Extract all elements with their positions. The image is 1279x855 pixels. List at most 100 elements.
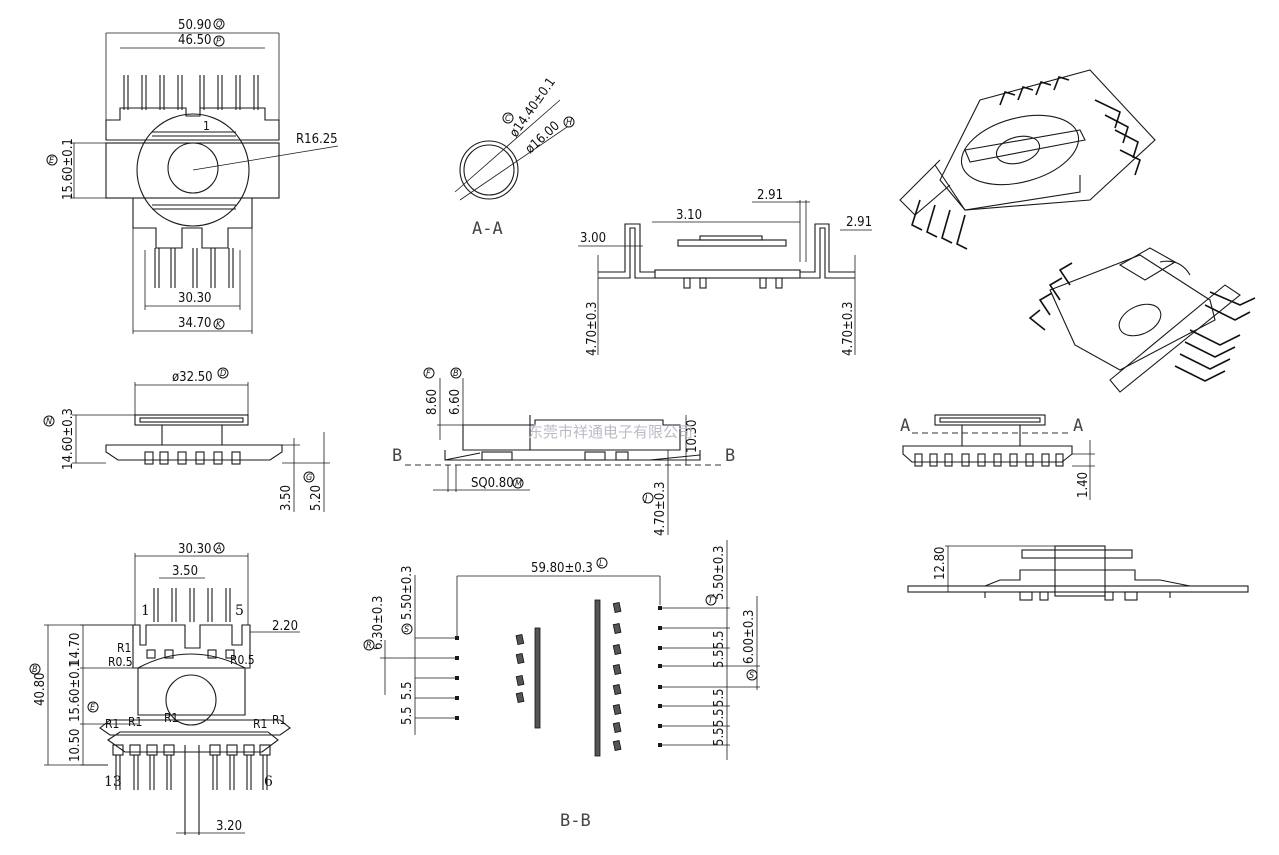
dim-5-5-right-a: 5.5 [712, 630, 727, 649]
dim-5-5-right-e: 5.5 [712, 727, 727, 746]
dim-14-60: 14.60±0.3 [61, 408, 76, 470]
dim-3-00: 3.00 [580, 231, 606, 246]
radius-r1-e: R1 [253, 717, 267, 731]
section-a-label-right: A [1073, 416, 1083, 436]
dim-59-80: 59.80±0.3 [531, 561, 593, 576]
pin-label-6: 6 [264, 774, 273, 790]
svg-text:S: S [749, 671, 754, 681]
pin-label-5: 5 [235, 603, 244, 619]
pcb-side-view: 12.80 [907, 545, 1249, 601]
svg-text:Q: Q [216, 20, 223, 30]
dim-5-50-left: 5.50±0.3 [400, 566, 415, 620]
dim-5-5-right-d: 5.5 [712, 708, 727, 727]
section-b-b-label: B-B [560, 811, 591, 831]
dim-3-10: 3.10 [676, 208, 702, 223]
dim-10-50: 10.50 [68, 729, 83, 762]
iso-view-top [899, 69, 1156, 250]
dim-8-60: 8.60 [425, 389, 440, 415]
callout-e-icon-bottom [87, 701, 99, 713]
svg-text:S: S [404, 625, 409, 635]
dim-4-70-mid: 4.70±0.3 [653, 482, 668, 536]
section-a-a-label: A-A [472, 219, 503, 239]
svg-text:K: K [216, 320, 222, 330]
dim-6-00: 6.00±0.3 [742, 610, 757, 664]
svg-text:L: L [599, 559, 604, 569]
svg-text:D: D [220, 369, 226, 379]
callout-f-icon [423, 367, 435, 379]
svg-text:G: G [306, 473, 312, 483]
dim-5-5-right-c: 5.5 [712, 688, 727, 707]
callout-l-icon [596, 557, 608, 569]
radius-r1-b: R1 [105, 717, 119, 731]
callout-h-icon [563, 116, 575, 128]
end-elevation: A A 1.40 [900, 414, 1095, 500]
callout-m-icon [512, 477, 524, 489]
svg-text:E: E [90, 703, 96, 713]
dim-6-60: 6.60 [448, 389, 463, 415]
callout-t-icon [705, 594, 717, 606]
dim-50-90: 50.90 [178, 18, 211, 33]
pin-label-13: 13 [104, 774, 122, 790]
svg-text:F: F [426, 369, 431, 379]
dim-5-20: 5.20 [309, 485, 324, 511]
callout-r-icon [363, 639, 375, 651]
dim-3-50: 3.50 [279, 485, 294, 511]
dim-3-50-pitch: 3.50 [172, 564, 198, 579]
callout-j-icon [642, 492, 654, 504]
dim-5-50-right: 5.50±0.3 [712, 546, 727, 600]
svg-text:R: R [366, 641, 372, 651]
callout-b-icon-bottom [29, 663, 41, 675]
dim-30-30-top: 30.30 [178, 291, 211, 306]
radius-r1-c: R1 [128, 715, 142, 729]
dim-46-50: 46.50 [178, 33, 211, 48]
right-hole-column [658, 540, 760, 760]
dim-10-30: 10.30 [685, 420, 700, 453]
top-mark-1: 1 [203, 119, 210, 133]
callout-b-icon [450, 367, 462, 379]
dim-4-70-left: 4.70±0.3 [585, 302, 600, 356]
dim-sq0-80: SQ0.80 [471, 476, 514, 491]
section-b-b: 59.80±0.3 L 6.30±0.3 R 5.50±0.3 S 5.5 5.… [363, 540, 760, 831]
dim-2-91-top: 2.91 [757, 188, 783, 203]
callout-k-icon [213, 318, 225, 330]
svg-text:P: P [216, 37, 221, 47]
dim-15-60-top: 15.60±0.1 [61, 138, 76, 200]
callout-p-icon [213, 35, 225, 47]
iso-view-bottom [1028, 247, 1256, 393]
dim-2-91-right: 2.91 [846, 215, 872, 230]
dim-1-40: 1.40 [1076, 472, 1091, 498]
section-b-label-left: B [392, 446, 402, 466]
dim-r16-25: R16.25 [296, 132, 338, 147]
callout-s-icon [401, 623, 413, 635]
section-a-label-left: A [900, 416, 910, 436]
dim-5-5-left-b: 5.5 [400, 706, 415, 725]
dim-12-80: 12.80 [933, 547, 948, 580]
section-b-label-right: B [725, 446, 735, 466]
side-section-view: 3.10 2.91 3.00 2.91 4.70±0.3 4.70±0.3 [578, 188, 872, 356]
front-elevation: ø32.50 D 14.60±0.3 N 3.50 5.20 G [43, 367, 330, 512]
top-view: 50.90 Q 46.50 P 15.60±0.1 E [46, 18, 339, 334]
side-elevation: 8.60 F 6.60 B B B 10.30 SQ0.80 M 4.70±0.… [392, 367, 735, 536]
radius-r1-d: R1 [164, 711, 178, 725]
callout-n-icon [43, 415, 55, 427]
svg-text:J: J [643, 494, 648, 504]
dim-d32-50: ø32.50 [172, 370, 213, 385]
dim-5-5-right-b: 5.5 [712, 649, 727, 668]
bottom-view: 30.30 A 3.50 1 5 2.20 14.70 R1 R0.5 R0.5 [29, 542, 300, 835]
left-hole-column [380, 575, 459, 735]
dim-40-80: 40.80 [33, 673, 48, 706]
pin-label-1: 1 [141, 603, 150, 619]
dim-14-70: 14.70 [68, 633, 83, 666]
dim-5-5-left-a: 5.5 [400, 681, 415, 700]
svg-text:M: M [515, 479, 522, 489]
svg-text:T: T [708, 596, 714, 606]
callout-a-icon [213, 542, 225, 554]
svg-text:N: N [46, 417, 52, 427]
callout-e-icon [46, 154, 58, 166]
company-watermark: 东莞市祥通电子有限公司 [528, 423, 693, 441]
radius-r0-5-b: R0.5 [230, 653, 255, 667]
svg-text:H: H [566, 118, 572, 128]
radius-r1-a: R1 [117, 641, 131, 655]
svg-text:B: B [453, 369, 459, 379]
